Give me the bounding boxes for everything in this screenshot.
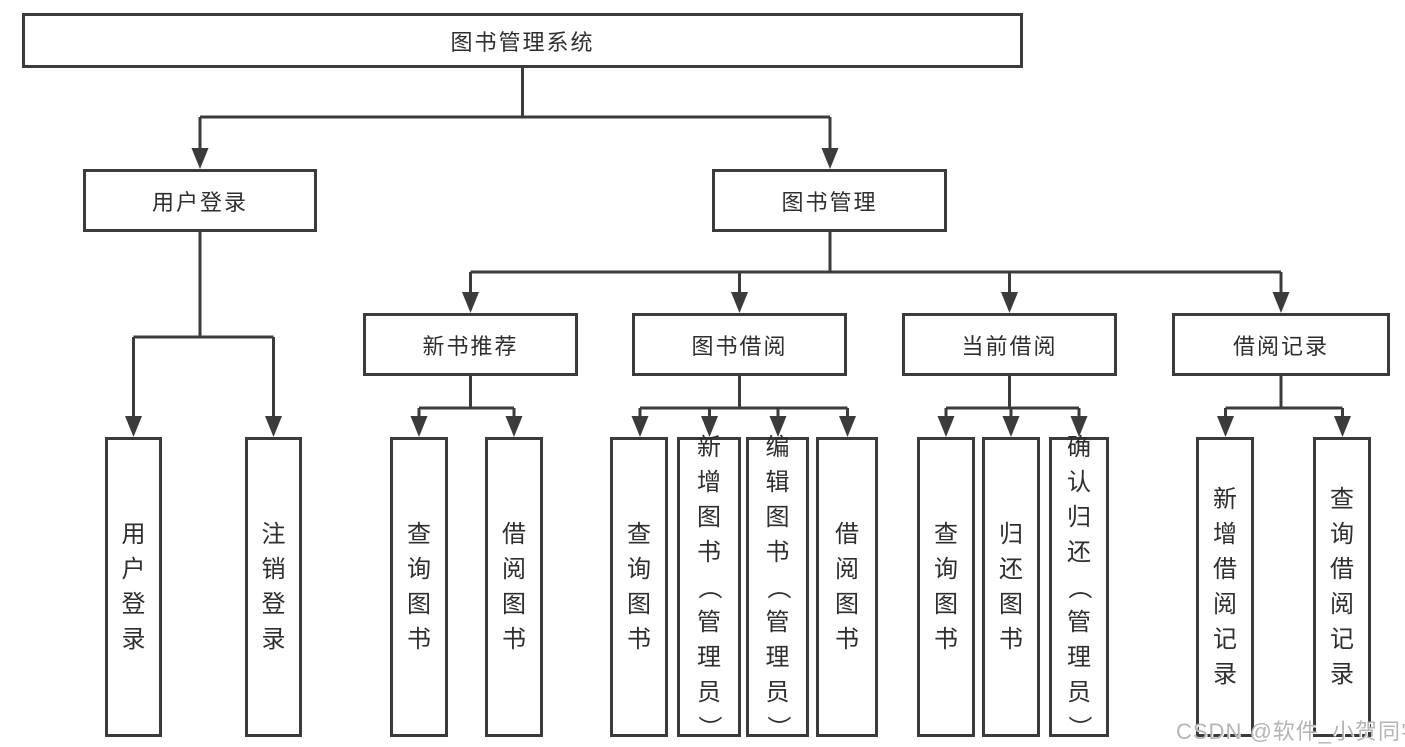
node-borrow-records: 借阅记录 (1172, 313, 1390, 376)
leaf-query-books-borrow: 查询图书 (610, 437, 668, 737)
leaf-query-borrow-record: 查询借阅记录 (1313, 437, 1371, 737)
node-new-book-recommend: 新书推荐 (363, 313, 578, 376)
leaf-borrow-books: 借阅图书 (816, 437, 878, 737)
node-current-borrow: 当前借阅 (902, 313, 1117, 376)
leaf-query-books-current: 查询图书 (917, 437, 975, 737)
leaf-query-books-recommend: 查询图书 (390, 437, 448, 737)
node-book-management: 图书管理 (712, 169, 947, 232)
leaf-add-book-admin: 新增图书（管理员） (677, 434, 741, 739)
leaf-edit-book-admin: 编辑图书（管理员） (746, 434, 809, 739)
connector-paths (132, 68, 1344, 420)
node-user-login: 用户登录 (83, 169, 317, 232)
leaf-confirm-return-admin: 确认归还（管理员） (1049, 434, 1109, 739)
node-book-borrow: 图书借阅 (632, 313, 847, 376)
node-library-system: 图书管理系统 (22, 13, 1023, 68)
csdn-watermark: CSDN @软件_小贺同学 (1176, 719, 1405, 744)
leaf-return-books: 归还图书 (982, 437, 1040, 737)
leaf-borrow-books-recommend: 借阅图书 (485, 437, 543, 737)
leaf-logout: 注销登录 (245, 437, 302, 737)
leaf-add-borrow-record: 新增借阅记录 (1196, 437, 1254, 737)
leaf-user-login: 用户登录 (105, 437, 162, 737)
arrowhead-icons (125, 148, 1351, 437)
